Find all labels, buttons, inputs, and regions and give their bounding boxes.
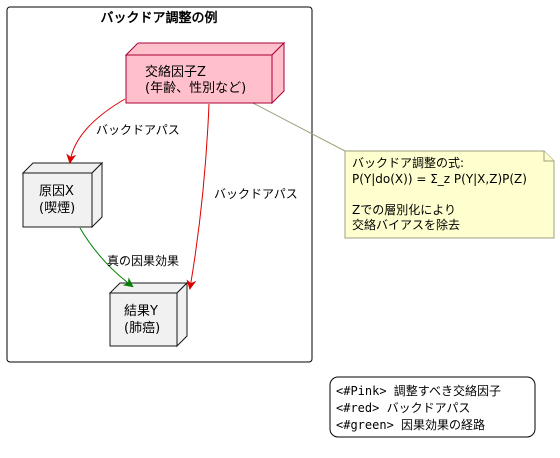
confounder-sublabel: (年齢、性別など): [145, 81, 246, 96]
confounder-label: 交絡因子Z: [145, 64, 206, 80]
legend: <#Pink> 調整すべき交絡因子 <#red> バックドアパス <#green…: [329, 376, 536, 438]
edge-z-to-y-label: バックドアパス: [214, 187, 298, 201]
edge-z-to-x-label: バックドアパス: [96, 123, 180, 137]
cause-label: 原因X: [39, 184, 74, 199]
edge-x-to-y: [79, 227, 134, 288]
edge-z-to-y: [186, 103, 210, 290]
note-line-4: Zでの層別化により: [352, 203, 456, 217]
confounder-node: 交絡因子Z (年齢、性別など): [124, 41, 286, 105]
legend-line-2: <#red> バックドアパス: [336, 401, 470, 415]
note-line-1: バックドア調整の式:: [352, 155, 464, 170]
legend-line-1: <#Pink> 調整すべき交絡因子: [336, 383, 501, 398]
edge-z-to-x: [66, 98, 126, 164]
package-title: バックドア調整の例: [100, 10, 217, 26]
legend-line-3: <#green> 因果効果の経路: [336, 417, 485, 432]
package-frame: [6, 6, 313, 363]
edge-x-to-y-label: 真の因果効果: [107, 253, 179, 268]
note-line-2: P(Y|do(X)) = Σ_z P(Y|X,Z)P(Z): [352, 172, 527, 186]
effect-node: 結果Y (肺癌): [108, 281, 189, 348]
note-box: バックドア調整の式: P(Y|do(X)) = Σ_z P(Y|X,Z)P(Z)…: [344, 150, 555, 239]
note-line-5: 交絡バイアスを除去: [352, 217, 460, 232]
cause-node: 原因X (喫煙): [21, 161, 104, 229]
effect-sublabel: (肺癌): [124, 320, 160, 336]
note-connector: [248, 100, 346, 152]
cause-sublabel: (喫煙): [39, 201, 75, 216]
effect-label: 結果Y: [124, 304, 158, 319]
